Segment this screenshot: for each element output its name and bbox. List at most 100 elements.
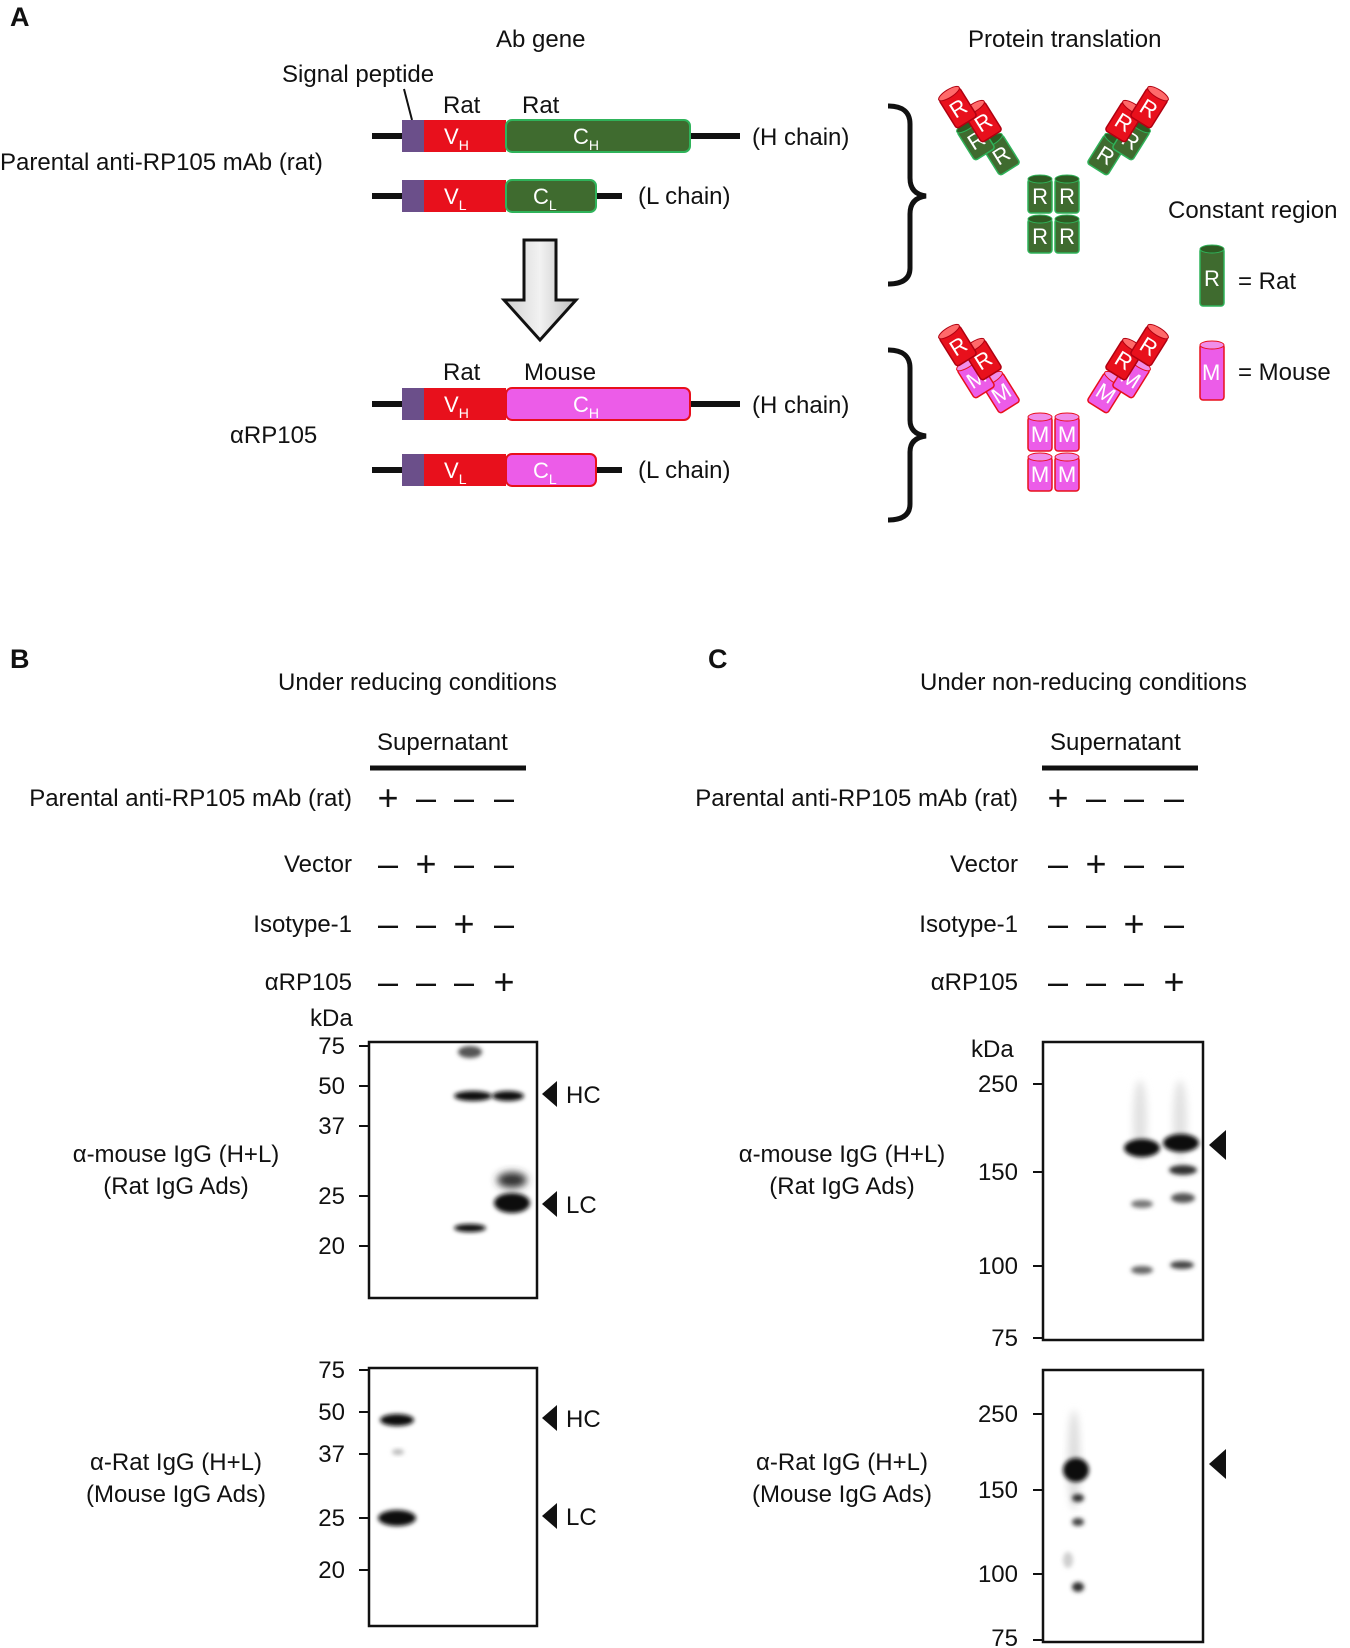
kda-label: kDa: [971, 1036, 1014, 1063]
minus-mark: –: [1048, 903, 1068, 944]
band: [1170, 1261, 1194, 1269]
minus-mark: –: [454, 843, 474, 884]
mouse-cl-segment: [505, 453, 597, 487]
blot-bands: [378, 1414, 416, 1526]
band: [1063, 1552, 1073, 1568]
hc-label: HC: [566, 1082, 601, 1109]
ch-label: CH: [573, 392, 599, 421]
plus-mark: +: [415, 843, 436, 884]
blot-b2: α-Rat IgG (H+L) (Mouse IgG Ads) 75 50 37…: [86, 1357, 601, 1628]
domain-cylinder: M: [1054, 452, 1080, 492]
brace-icon: [887, 347, 927, 523]
band: [497, 1172, 527, 1188]
blot-membrane: [367, 1366, 539, 1628]
vl-label: VL: [444, 184, 467, 213]
band: [1124, 1139, 1160, 1157]
cl-label: CL: [533, 458, 557, 487]
legend-rat-label: = Rat: [1238, 268, 1296, 295]
protein-translation-title: Protein translation: [968, 26, 1161, 53]
hc-label: HC: [566, 1406, 601, 1433]
chimeric-gene: Rat Mouse αRP105 VH CH (H chain) VL CL (…: [230, 359, 849, 487]
row-label: Isotype-1: [919, 911, 1018, 938]
rat-variable-label: Rat: [443, 92, 481, 119]
vh-label: VH: [444, 392, 469, 421]
domain-glyph: M: [1058, 462, 1076, 487]
plus-mark: +: [1085, 843, 1106, 884]
mw-label: 25: [318, 1183, 345, 1210]
blot-c1: α-mouse IgG (H+L) (Rat IgG Ads) 250: [739, 1040, 1226, 1352]
blot-membrane: [1041, 1368, 1205, 1644]
sample-table: Parental anti-RP105 mAb (rat)+–––Vector–…: [695, 777, 1184, 1002]
minus-mark: –: [416, 777, 436, 818]
mw-label: 20: [318, 1233, 345, 1260]
panel-b: B Under reducing conditions Supernatant …: [10, 644, 601, 1628]
mw-label: 37: [318, 1441, 345, 1468]
vh-segment: [424, 388, 506, 420]
mw-label: 37: [318, 1113, 345, 1140]
mw-label: 100: [978, 1253, 1018, 1280]
band: [494, 1193, 530, 1213]
blot-label-line1: α-Rat IgG (H+L): [90, 1449, 262, 1476]
minus-mark: –: [494, 777, 514, 818]
blot-label-line1: α-mouse IgG (H+L): [73, 1141, 280, 1168]
band: [1163, 1134, 1199, 1152]
l-chain-label: (L chain): [638, 183, 730, 210]
row-label: αRP105: [931, 969, 1018, 996]
signal-peptide-segment: [402, 454, 424, 486]
legend-mouse-glyph: M: [1202, 360, 1220, 385]
rat-cylinder-top: [1199, 244, 1225, 254]
band: [1131, 1266, 1153, 1274]
band: [378, 1510, 416, 1526]
supernatant-label: Supernatant: [1050, 729, 1181, 756]
panel-b-letter: B: [10, 644, 30, 674]
mw-ticks: 250 150 100 75: [978, 1071, 1043, 1352]
l-chain-label: (L chain): [638, 457, 730, 484]
row-label: αRP105: [265, 969, 352, 996]
domain-glyph: M: [1031, 462, 1049, 487]
sample-table: Parental anti-RP105 mAb (rat)+–––Vector–…: [29, 777, 514, 1002]
blot-membrane: [367, 1040, 539, 1300]
domain-glyph: R: [1032, 224, 1048, 249]
domain-cylinder: R: [938, 323, 977, 367]
brace-icon: [887, 103, 927, 287]
minus-mark: –: [1048, 961, 1068, 1002]
panel-c: C Under non-reducing conditions Supernat…: [695, 644, 1247, 1648]
blot-label-line2: (Mouse IgG Ads): [752, 1481, 932, 1508]
row-label: Isotype-1: [253, 911, 352, 938]
ab-gene-title: Ab gene: [496, 26, 585, 53]
legend-mouse-label: = Mouse: [1238, 359, 1331, 386]
mouse-ch-segment: [505, 387, 691, 421]
ch-label: CH: [573, 124, 599, 153]
signal-peptide-segment: [402, 180, 424, 212]
vl-segment: [424, 454, 506, 486]
h-chain-label: (H chain): [752, 124, 849, 151]
arp105-label: αRP105: [230, 422, 317, 449]
condition-title: Under reducing conditions: [278, 669, 557, 696]
minus-mark: –: [454, 777, 474, 818]
domain-cylinder: M: [1027, 412, 1053, 452]
blot-b1: α-mouse IgG (H+L) (Rat IgG Ads) 75 50 37: [73, 1033, 601, 1300]
minus-mark: –: [1124, 843, 1144, 884]
rat-constant-label: Rat: [522, 92, 560, 119]
arrowhead-icon: [1209, 1449, 1226, 1479]
blot-bands: [1063, 1410, 1089, 1592]
mouse-cylinder-top: [1199, 340, 1225, 350]
arrowhead-icon: [542, 1081, 557, 1107]
minus-mark: –: [1124, 777, 1144, 818]
signal-peptide-segment: [402, 120, 424, 152]
minus-mark: –: [494, 903, 514, 944]
cl-label: CL: [533, 184, 557, 213]
arrowhead-icon: [542, 1503, 557, 1529]
mw-label: 20: [318, 1557, 345, 1584]
domain-glyph: R: [1059, 224, 1075, 249]
mw-ticks: 250 150 100 75: [978, 1401, 1043, 1648]
minus-mark: –: [1164, 843, 1184, 884]
signal-peptide-segment: [402, 388, 424, 420]
domain-glyph: R: [1032, 184, 1048, 209]
parental-gene: Rat Rat Parental anti-RP105 mAb (rat) VH…: [0, 92, 849, 213]
plus-mark: +: [1123, 903, 1144, 944]
row-label: Parental anti-RP105 mAb (rat): [29, 785, 352, 812]
minus-mark: –: [454, 961, 474, 1002]
